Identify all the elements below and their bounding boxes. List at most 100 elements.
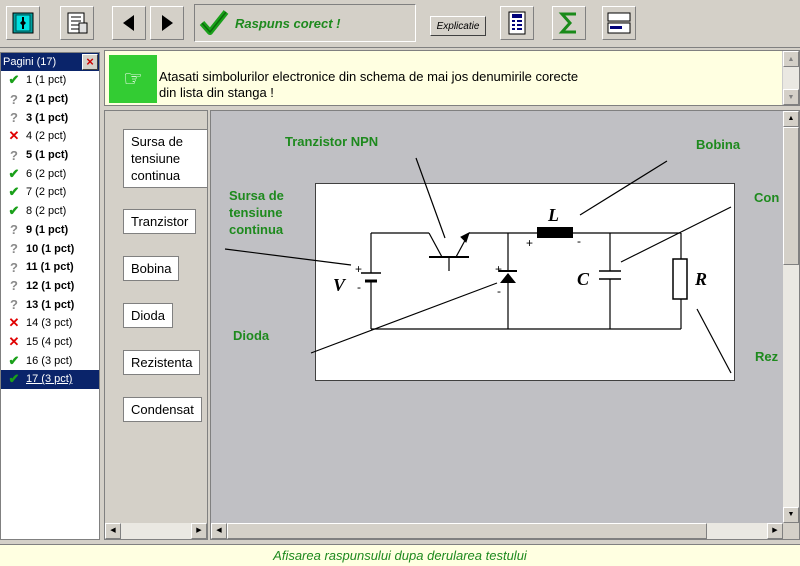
page-item[interactable]: ✔8 (2 pct) [1,202,99,221]
scroll-up-icon[interactable]: ▲ [783,51,799,67]
page-item[interactable]: ✔1 (1 pct) [1,71,99,90]
plus-sign: + [495,262,502,276]
list-button[interactable] [60,6,94,40]
pointer-line [579,160,668,216]
diagram-vscrollbar[interactable]: ▲ ▼ [783,111,799,523]
prev-button[interactable] [112,6,146,40]
diode-symbol [499,270,517,283]
cross-icon: ✕ [8,315,20,331]
page-item[interactable]: ? 9 (1 pct) [1,221,99,240]
scroll-right-icon[interactable]: ▶ [767,523,783,539]
scroll-left-icon[interactable]: ◀ [211,523,227,539]
page-item[interactable]: ?3 (1 pct) [1,108,99,127]
pages-title: Pagini (17) [3,56,57,68]
checkmark-icon [199,10,229,35]
minus-sign: - [357,280,361,294]
window-button[interactable] [602,6,636,40]
scroll-right-icon[interactable]: ▶ [191,523,207,539]
page-item[interactable]: ? 11 (1 pct) [1,258,99,277]
scroll-down-icon[interactable]: ▼ [783,507,799,523]
symbol-r: R [694,269,707,289]
page-item[interactable]: ✔17 (3 pct) [1,370,99,389]
plus-sign: + [526,236,533,250]
page-item[interactable]: ✕4 (2 pct) [1,127,99,146]
instruction-panel: ☞ Atasati simbolurilor electronice din s… [104,50,800,106]
instruction-scrollbar[interactable]: ▲ ▼ [782,51,799,105]
capacitor-symbol [599,270,621,280]
page-item[interactable]: ✕ 15 (4 pct) [1,333,99,352]
next-arrow-icon [162,15,173,31]
instruction-text: Atasati simbolurilor electronice din sch… [159,69,579,100]
check-icon: ✔ [8,165,20,181]
page-item[interactable]: ✕14 (3 pct) [1,314,99,333]
question-icon: ? [10,259,18,275]
battery-symbol [361,261,381,285]
page-item[interactable]: ? 12 (1 pct) [1,277,99,296]
page-item-label: 7 (2 pct) [26,186,67,199]
page-item[interactable]: ?13 (1 pct) [1,295,99,314]
transistor-symbol [428,232,470,271]
label-dioda: Dioda [233,328,270,343]
sum-button[interactable] [552,6,586,40]
page-item[interactable]: ?2 (1 pct) [1,90,99,109]
page-item[interactable]: ✔7 (2 pct) [1,183,99,202]
answer-condensator[interactable]: Condensat [123,397,202,422]
exit-button[interactable] [6,6,40,40]
pointer-line [224,248,352,266]
calculator-button[interactable] [500,6,534,40]
page-item-label: 5 (1 pct) [26,149,69,162]
close-icon[interactable]: × [82,54,98,70]
explanation-button[interactable]: Explicatie [430,16,486,36]
minus-sign: - [577,234,581,248]
answers-panel: Sursa de tensiune continua Tranzistor Bo… [104,110,208,540]
page-item-label: 13 (1 pct) [26,298,75,311]
answer-rezistenta[interactable]: Rezistenta [123,350,201,375]
answer-bobina[interactable]: Bobina [123,256,180,281]
question-icon: ? [10,278,18,294]
inductor-symbol [537,227,573,238]
list-icon [67,12,88,34]
question-icon: ? [10,222,18,238]
diagram-hscrollbar[interactable]: ◀ ▶ [211,523,783,539]
scroll-down-icon[interactable]: ▼ [783,89,799,105]
answers-hscrollbar[interactable]: ◀ ▶ [105,523,207,539]
page-item-label: 15 (4 pct) [26,335,73,348]
page-item[interactable]: ? 5 (1 pct) [1,146,99,165]
page-item-label: 1 (1 pct) [26,74,67,87]
page-item-label: 9 (1 pct) [26,223,69,236]
answer-tranzistor[interactable]: Tranzistor [123,209,197,234]
schematic-box [315,183,735,381]
minus-sign: - [497,284,501,298]
page-item-label: 2 (1 pct) [26,93,69,106]
page-item-label: 11 (1 pct) [26,261,74,274]
scroll-thumb[interactable] [227,523,707,539]
label-tranzistor: Tranzistor NPN [285,134,379,149]
next-button[interactable] [150,6,184,40]
page-item-label: 8 (2 pct) [26,205,67,218]
scroll-left-icon[interactable]: ◀ [105,523,121,539]
cross-icon: ✕ [8,333,20,349]
check-icon: ✔ [8,352,20,368]
answer-sursa[interactable]: Sursa de tensiune continua [123,129,207,188]
pages-panel: Pagini (17) × ✔1 (1 pct)?2 (1 pct)?3 (1 … [0,52,100,540]
prev-arrow-icon [123,15,134,31]
answer-dioda[interactable]: Dioda [123,303,173,328]
scroll-thumb[interactable] [783,127,799,265]
symbol-l: L [547,205,559,225]
pages-header: Pagini (17) × [1,53,99,71]
page-item-label: 10 (1 pct) [26,242,75,255]
result-panel: Raspuns corect ! [194,4,416,42]
page-item-label: 12 (1 pct) [26,279,75,292]
page-item[interactable]: ?10 (1 pct) [1,239,99,258]
page-item[interactable]: ✔6 (2 pct) [1,164,99,183]
window-icon [607,12,631,34]
resistor-symbol [672,258,688,300]
question-icon: ? [10,147,18,163]
pointing-hand-icon: ☞ [109,55,157,103]
pointer-line [415,157,446,239]
scroll-up-icon[interactable]: ▲ [783,111,799,127]
symbol-v: V [333,275,347,295]
check-icon: ✔ [8,371,20,387]
page-item[interactable]: ✔16 (3 pct) [1,351,99,370]
exit-icon [12,12,34,34]
